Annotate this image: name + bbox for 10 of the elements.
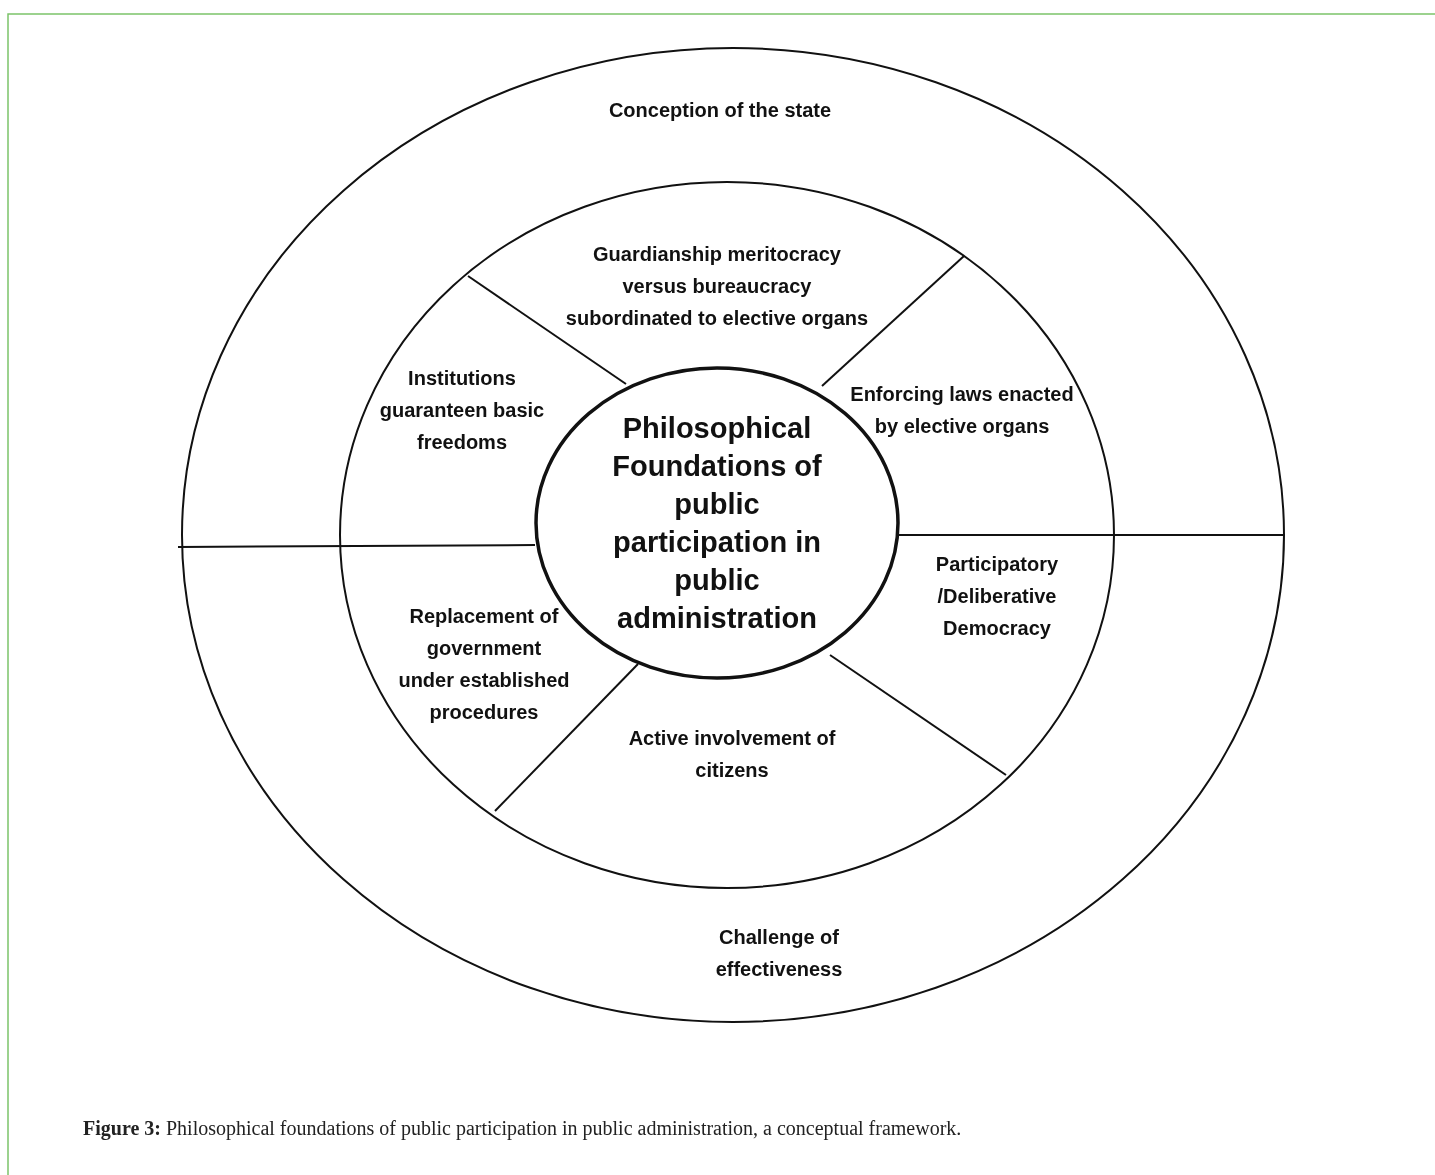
sector-label: Institutions guaranteen basic freedoms <box>378 366 546 455</box>
sector-label: Guardianship meritocracy versus bureaucracy subordinated to elective organs <box>564 242 870 331</box>
center-title: Philosophical Foundations of public participation in public administration <box>611 411 823 636</box>
sector-label: Participatory /Deliberative Democracy <box>934 552 1060 641</box>
sector-label: Replacement of government under established procedures <box>397 604 571 725</box>
band-label: Challenge of effectiveness <box>714 925 844 982</box>
sector-label: Enforcing laws enacted by elective organs <box>849 382 1075 439</box>
band-label: Conception of the state <box>607 98 833 123</box>
sector-label: Active involvement of citizens <box>627 726 837 783</box>
figure-caption: Figure 3: Philosophical foundations of public participation in public administration, a conceptual framework. <box>83 1117 962 1140</box>
